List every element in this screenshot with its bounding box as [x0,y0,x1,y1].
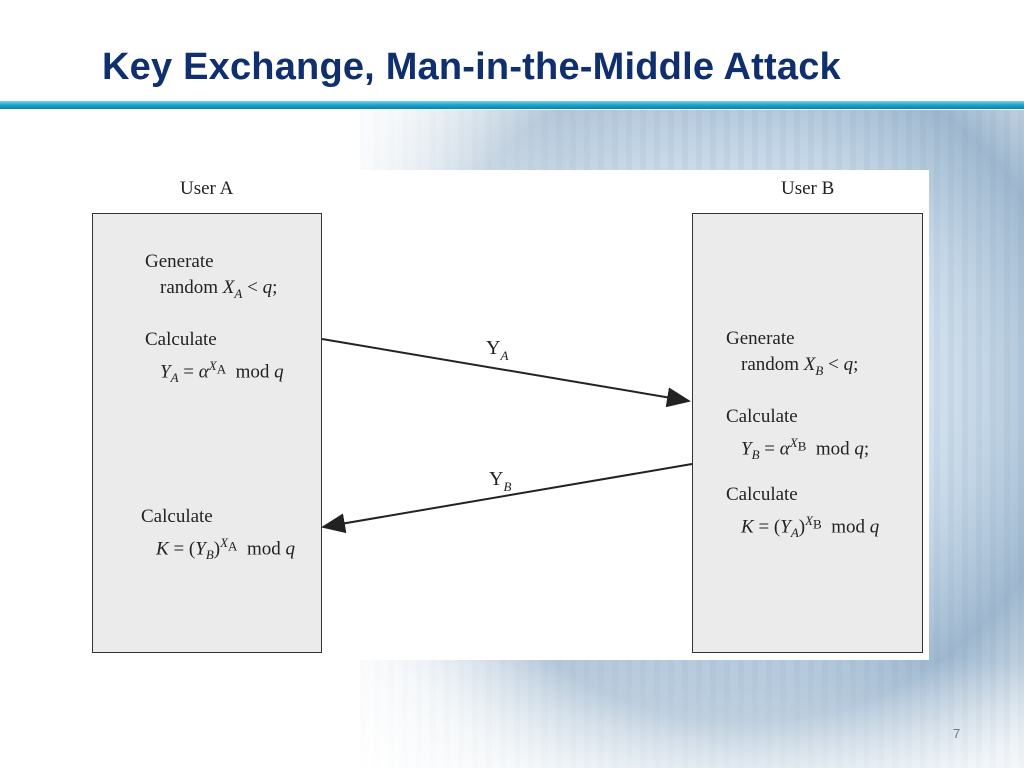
formula: K = (YB)XA mod q [156,535,295,563]
user-b-calculate-public-step: Calculate YB = αXB mod q; [726,404,869,468]
user-b-calculate-key-step: Calculate K = (YA)XB mod q [726,482,879,546]
step-label: Calculate [726,484,798,505]
slide-title: Key Exchange, Man-in-the-Middle Attack [102,46,841,88]
arrow-b-to-a [321,463,693,534]
user-a-panel [92,213,322,653]
message-ya-label: YA [486,337,508,363]
user-a-calculate-public-step: Calculate YA = αXA mod q [145,327,284,391]
title-divider [0,101,1024,109]
user-a-label: User A [180,178,234,199]
user-a-generate-step: Generate random XA < q; [145,249,277,307]
step-label: Calculate [141,506,213,527]
user-a-calculate-key-step: Calculate K = (YB)XA mod q [141,504,295,568]
message-yb-label: YB [489,468,511,494]
user-b-generate-step: Generate random XB < q; [726,326,858,384]
background-bottom [0,660,1024,768]
formula: YA = αXA mod q [160,358,284,386]
step-label: Generate [145,251,214,272]
formula: random XB < q; [741,354,859,378]
formula: K = (YA)XB mod q [741,513,880,541]
arrow-a-to-b [321,338,691,408]
formula: YB = αXB mod q; [741,435,870,463]
formula: random XA < q; [160,277,278,301]
page-number: 7 [953,726,961,741]
step-label: Generate [726,328,795,349]
step-label: Calculate [145,329,217,350]
user-b-panel [692,213,923,653]
user-b-label: User B [781,178,835,199]
step-label: Calculate [726,406,798,427]
